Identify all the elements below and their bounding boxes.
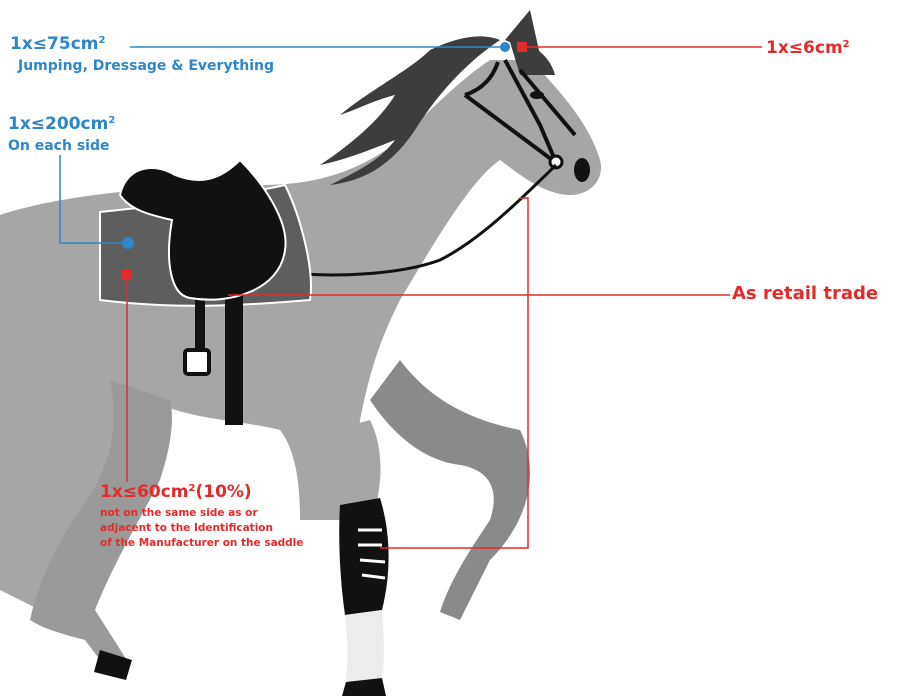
saddle-cloth-note-line: not on the same side as or <box>100 506 303 521</box>
saddle-cloth-allowance-percent: (10%) <box>195 482 251 502</box>
helmet-allowance-label: 1x≤75cm2 <box>10 34 105 54</box>
saddle-cloth-allowance-value: 1x≤60cm <box>100 482 189 502</box>
retail-trade-label: As retail trade <box>732 283 878 304</box>
stirrup-leather <box>195 295 205 350</box>
hind-hoof <box>94 650 132 680</box>
ear-allowance-value: 1x≤6cm <box>766 38 843 58</box>
leg-boot <box>339 498 388 615</box>
saddle-cloth-note: not on the same side as or adjacent to t… <box>100 506 303 551</box>
horse-far-front-leg <box>370 360 530 620</box>
saddle-pad-allowance-sup: 2 <box>108 115 115 126</box>
ear-callout-line <box>517 42 762 52</box>
saddle-cloth-allowance-label: 1x≤60cm2(10%) <box>100 482 252 502</box>
helmet-allowance-note: Jumping, Dressage & Everything <box>18 58 274 74</box>
saddle-pad-allowance-note: On each side <box>8 138 109 154</box>
horse-nostril <box>574 158 590 182</box>
saddle-cloth-note-line: of the Manufacturer on the saddle <box>100 536 303 551</box>
ear-allowance-sup: 2 <box>843 39 850 50</box>
saddle-pad-allowance-label: 1x≤200cm2 <box>8 114 115 134</box>
leg-bandage <box>345 610 384 682</box>
helmet-allowance-sup: 2 <box>99 35 106 46</box>
saddle-pad-allowance-value: 1x≤200cm <box>8 114 108 134</box>
ear-allowance-label: 1x≤6cm2 <box>766 38 850 58</box>
helmet-allowance-value: 1x≤75cm <box>10 34 99 54</box>
girth <box>225 285 243 425</box>
stirrup-iron <box>185 350 209 374</box>
saddle-cloth-note-line: adjacent to the Identification <box>100 521 303 536</box>
